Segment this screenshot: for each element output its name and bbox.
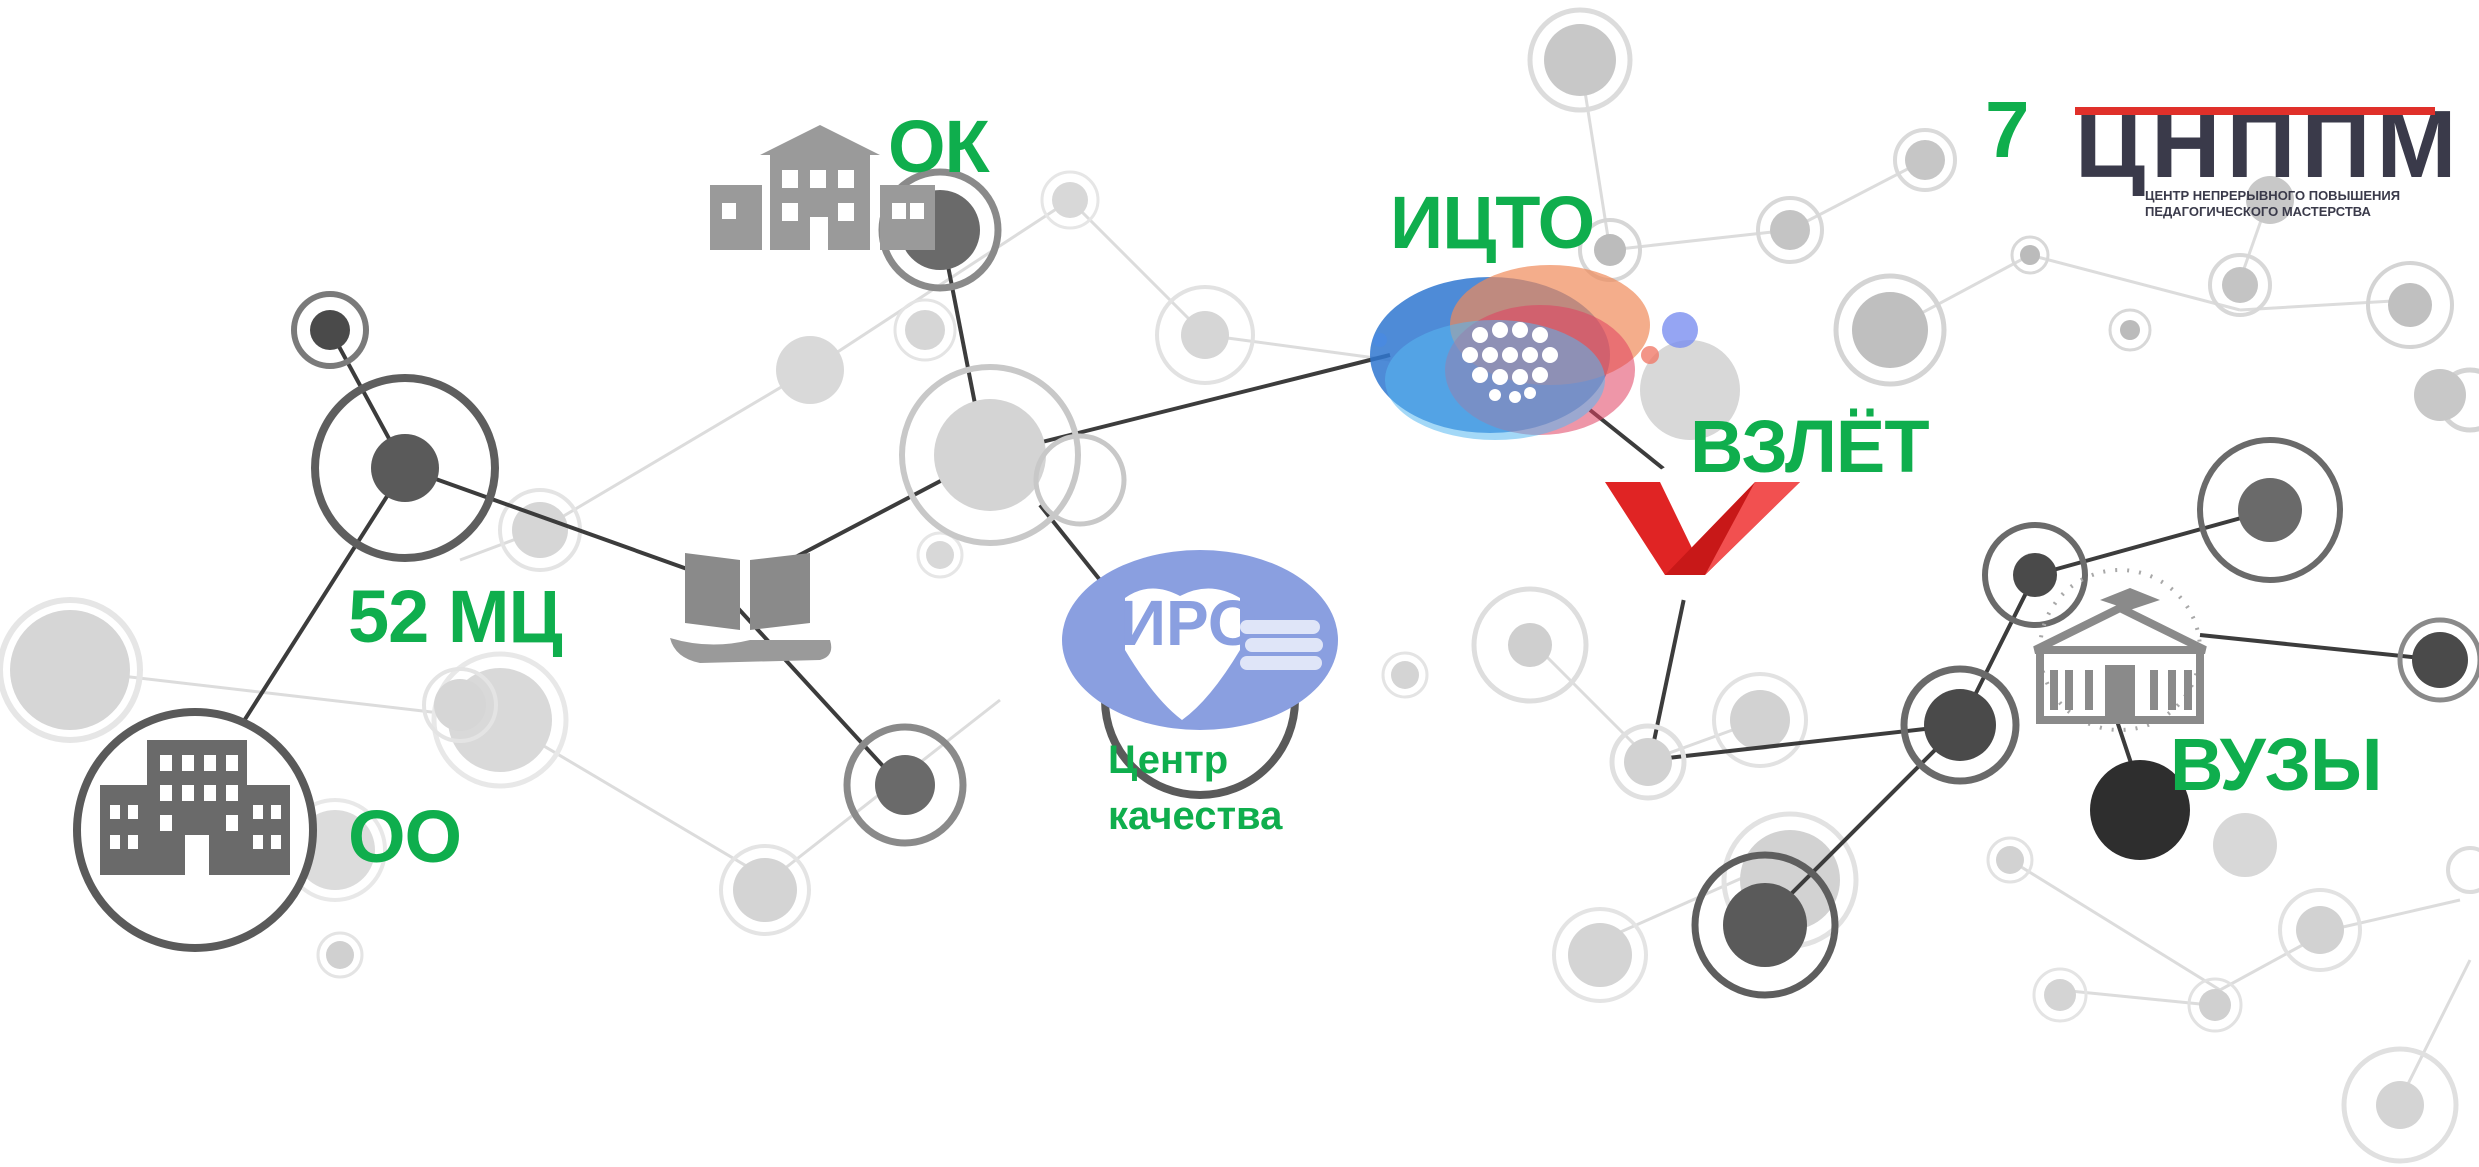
label-ok: ОК	[888, 105, 990, 188]
open-book-hand-icon	[670, 553, 832, 663]
label-52-mc: 52 МЦ	[348, 575, 563, 658]
vzlet-checkmark-logo	[1605, 458, 1800, 602]
label-center-line1: Центр	[1108, 738, 1229, 782]
label-vzlet: ВЗЛЁТ	[1690, 405, 1930, 488]
label-ikto: ИЦТО	[1390, 181, 1595, 264]
iro-owl-logo: ИРО	[1062, 550, 1338, 730]
label-center-line2: качества	[1108, 794, 1283, 838]
iro-wordmark-text: ИРО	[1120, 587, 1258, 659]
label-oo: ОО	[348, 795, 462, 878]
cnppm-red-bar	[2075, 107, 2435, 115]
cnppm-subtitle-line2: ПЕДАГОГИЧЕСКОГО МАСТЕРСТВА	[2145, 204, 2372, 219]
label-cnppm-count: 7	[1985, 85, 2029, 174]
ikto-logo	[1370, 265, 1698, 440]
cnppm-logo: ЦНППМ ЦЕНТР НЕПРЕРЫВНОГО ПОВЫШЕНИЯ ПЕДАГ…	[2075, 91, 2456, 219]
cnppm-subtitle-line1: ЦЕНТР НЕПРЕРЫВНОГО ПОВЫШЕНИЯ	[2145, 188, 2400, 203]
school-building-icon	[73, 708, 317, 952]
building-icon	[710, 125, 935, 250]
network-nodes	[291, 168, 2479, 999]
label-vuzy: ВУЗЫ	[2170, 723, 2382, 806]
university-icon	[2033, 568, 2207, 732]
